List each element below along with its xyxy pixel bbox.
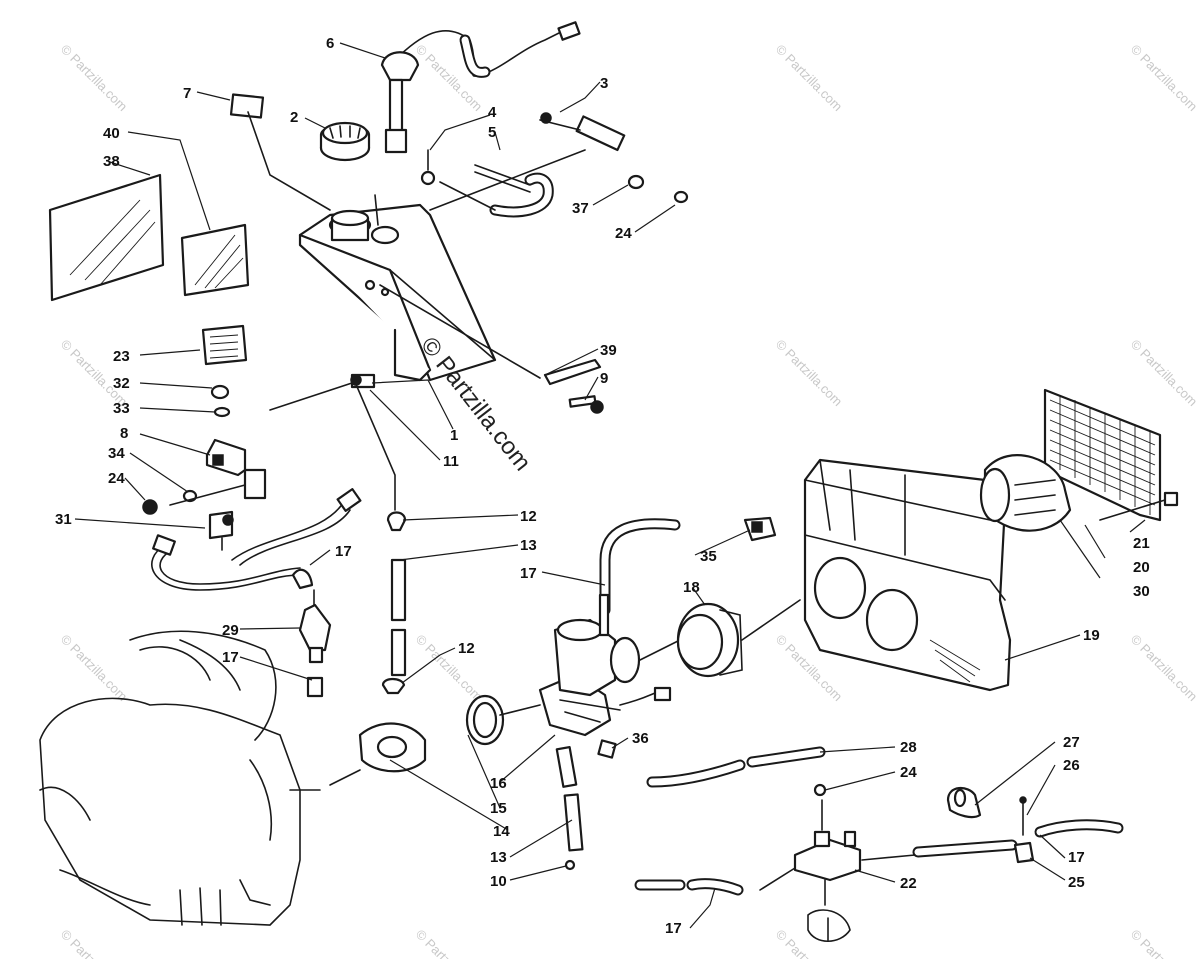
callout-6: 6 xyxy=(326,35,334,52)
callout-9: 9 xyxy=(600,370,608,387)
float-bowl-plug[interactable] xyxy=(597,739,617,759)
callout-12a: 12 xyxy=(520,508,537,525)
leader-lines xyxy=(74,42,1146,929)
callout-17a: 17 xyxy=(335,543,352,560)
intake-flange[interactable] xyxy=(329,722,427,786)
watermark-tile: © Partzilla.com xyxy=(1128,42,1200,115)
callout-15: 15 xyxy=(490,800,507,817)
air-silencer-box[interactable] xyxy=(803,458,1012,692)
callout-30: 30 xyxy=(1133,583,1150,600)
callout-26: 26 xyxy=(1063,757,1080,774)
callout-7: 7 xyxy=(183,85,191,102)
oil-tank[interactable] xyxy=(247,111,497,382)
fuel-cap[interactable] xyxy=(319,121,371,162)
watermark-tile: © Partzilla.com xyxy=(58,42,131,115)
inline-fuel-filter[interactable] xyxy=(298,589,332,698)
callout-35: 35 xyxy=(700,548,717,565)
callout-40: 40 xyxy=(103,125,120,142)
callout-numbers: 6 2 7 3 4 5 37 24 40 38 23 32 33 8 34 24… xyxy=(55,35,1150,937)
mounting-bracket[interactable] xyxy=(429,112,689,211)
intake-silencer-boot[interactable] xyxy=(676,599,801,678)
watermark-tile: © Partzilla.com xyxy=(773,42,846,115)
callout-10: 10 xyxy=(490,873,507,890)
callout-16: 16 xyxy=(490,775,507,792)
tank-strap[interactable] xyxy=(379,284,604,414)
tank-outlet-fitting[interactable] xyxy=(269,373,396,511)
callout-2: 2 xyxy=(290,109,298,126)
watermark-tile: © Partzilla.com xyxy=(58,927,131,959)
callout-24c: 24 xyxy=(900,764,917,781)
carburetor[interactable] xyxy=(499,593,681,737)
watermark-tile: © Partzilla.com xyxy=(413,927,486,959)
callout-13a: 13 xyxy=(520,537,537,554)
callout-20: 20 xyxy=(1133,559,1150,576)
callout-24b: 24 xyxy=(108,470,125,487)
callout-12b: 12 xyxy=(458,640,475,657)
watermark-tile: © Partzilla.com xyxy=(1128,927,1200,959)
callout-17e: 17 xyxy=(665,920,682,937)
box-clip[interactable] xyxy=(743,516,777,542)
callout-34: 34 xyxy=(108,445,125,462)
engine-outline xyxy=(39,630,321,926)
watermark-tile: © Partzilla.com xyxy=(413,42,486,115)
hose-clamp[interactable] xyxy=(465,694,505,746)
callout-5: 5 xyxy=(488,124,496,141)
callout-33: 33 xyxy=(113,400,130,417)
callout-23: 23 xyxy=(113,348,130,365)
fuel-pump-hoses[interactable] xyxy=(634,746,1124,896)
fuel-line-clamped[interactable] xyxy=(381,511,407,695)
callout-25: 25 xyxy=(1068,874,1085,891)
warning-label xyxy=(201,324,248,366)
watermark-tile: © Partzilla.com xyxy=(1128,632,1200,705)
callout-3: 3 xyxy=(600,75,608,92)
callout-29: 29 xyxy=(222,622,239,639)
callout-22: 22 xyxy=(900,875,917,892)
callout-24: 24 xyxy=(615,225,632,242)
watermark-tile: © Partzilla.com xyxy=(773,337,846,410)
callout-17b: 17 xyxy=(222,649,239,666)
oil-pump-assembly[interactable] xyxy=(142,384,267,551)
decal-large xyxy=(48,173,165,302)
callout-37: 37 xyxy=(572,200,589,217)
callout-1: 1 xyxy=(450,427,458,444)
callout-17c: 17 xyxy=(520,565,537,582)
callout-31: 31 xyxy=(55,511,72,528)
callout-36: 36 xyxy=(632,730,649,747)
callout-8: 8 xyxy=(120,425,128,442)
intake-screen[interactable] xyxy=(979,388,1179,532)
callout-32: 32 xyxy=(113,375,130,392)
fuel-line-lower[interactable] xyxy=(555,745,584,871)
callout-14: 14 xyxy=(493,823,510,840)
callout-21: 21 xyxy=(1133,535,1150,552)
fuel-pump[interactable] xyxy=(759,783,916,943)
callout-38: 38 xyxy=(103,153,120,170)
tank-vent-hose[interactable] xyxy=(420,149,554,218)
oil-hose-left[interactable] xyxy=(151,488,362,591)
watermark-tile: © Partzilla.com xyxy=(58,632,131,705)
callout-28: 28 xyxy=(900,739,917,756)
decal-medium xyxy=(180,223,250,297)
callout-27: 27 xyxy=(1063,734,1080,751)
decal-small xyxy=(229,93,265,119)
callout-17d: 17 xyxy=(1068,849,1085,866)
callout-13b: 13 xyxy=(490,849,507,866)
callout-39: 39 xyxy=(600,342,617,359)
carb-vent-hose[interactable] xyxy=(599,518,681,616)
fuel-gauge-sender[interactable] xyxy=(380,21,581,154)
callout-19: 19 xyxy=(1083,627,1100,644)
callout-11: 11 xyxy=(443,453,459,470)
watermark-tile: © Partzilla.com xyxy=(1128,337,1200,410)
callout-18: 18 xyxy=(683,579,700,596)
callout-4: 4 xyxy=(488,104,497,121)
